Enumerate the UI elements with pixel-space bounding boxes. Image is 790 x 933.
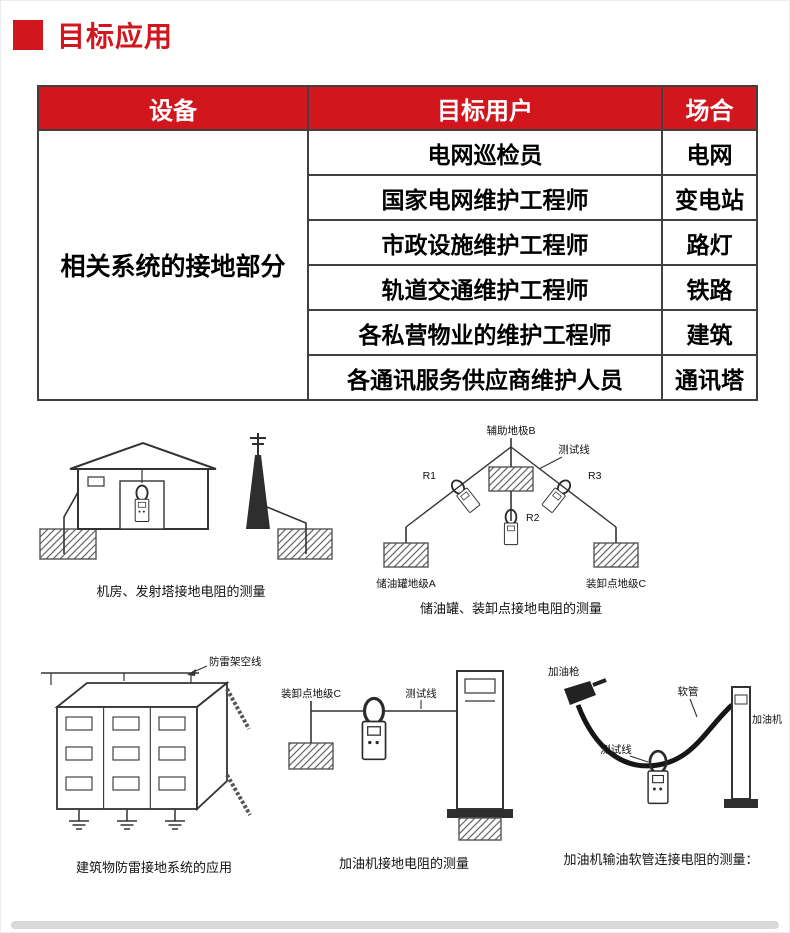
bottom-divider-bar [11, 921, 779, 929]
dispenser-label: 加油机 [752, 713, 782, 726]
overhead-line-label: 防雷架空线 [209, 655, 262, 668]
ground-block [277, 528, 333, 560]
building-lightning-diagram: 防雷架空线 [41, 655, 262, 830]
occasion-cell: 铁路 [661, 264, 758, 311]
hose-label: 软管 [678, 685, 699, 698]
header-device: 设备 [37, 85, 309, 131]
clamp-meter-icon [134, 484, 150, 523]
ground-block [458, 817, 502, 841]
clamp-meter-icon [503, 508, 519, 546]
dispenser-grounding-diagram: 装卸点地级C 测试线 [281, 670, 513, 841]
clamp-meter-icon [541, 479, 572, 513]
table-row: 市政设施维护工程师 路灯 [38, 219, 758, 266]
title-bullet-square [13, 20, 43, 50]
earth-ground-symbol [117, 809, 137, 830]
ground-block [488, 466, 534, 492]
unload-electrode-label: 装卸点地级C [281, 687, 341, 700]
transmission-tower [246, 433, 270, 529]
user-cell: 市政设施维护工程师 [307, 219, 663, 266]
test-line-label: 测试线 [600, 743, 632, 756]
fuel-dispenser [724, 686, 758, 808]
r2-label: R2 [526, 512, 540, 524]
aux-electrode-label: 辅助地极B [486, 424, 535, 437]
table-row: 各通讯服务供应商维护人员 通讯塔 [38, 354, 758, 401]
down-conductor [225, 774, 252, 816]
header-occasion: 场合 [661, 85, 758, 131]
tank-electrode-label: 储油罐地级A [376, 577, 436, 590]
room-tower-diagram [39, 433, 333, 560]
ground-block [383, 542, 429, 568]
table-row: 各私营物业的维护工程师 建筑 [38, 309, 758, 356]
clamp-meter-icon [450, 479, 481, 513]
diagram-caption: 加油机输油软管连接电阻的测量： [563, 852, 759, 867]
page-title: 目标应用 [57, 21, 174, 52]
unload-electrode-label: 装卸点地级C [586, 577, 646, 590]
arrow-head [187, 669, 196, 676]
earth-ground-symbol [69, 809, 89, 830]
ground-block [288, 742, 334, 770]
fuel-gun-label: 加油枪 [548, 665, 580, 678]
diagram-caption: 加油机接地电阻的测量 [338, 856, 469, 871]
hose-resistance-diagram: 加油枪 软管 加油机 测试线 [548, 665, 782, 808]
building-shape [54, 681, 230, 812]
diagram-caption: 储油罐、装卸点接地电阻的测量 [419, 601, 602, 616]
figure-hose-resistance: 加油枪 软管 加油机 测试线 加油机输油软管连接电阻的测量 [536, 659, 786, 868]
clamp-meter-icon [647, 749, 669, 805]
user-cell: 国家电网维护工程师 [307, 174, 663, 221]
figure-room-tower: 机房、发射塔接地电阻的测量 [26, 411, 336, 600]
earth-ground-symbol [165, 809, 185, 830]
table-row: 轨道交通维护工程师 铁路 [38, 264, 758, 311]
r1-label: R1 [423, 470, 437, 482]
figure-tank-grounding: 辅助地极B R1 R3 R2 测试线 [346, 419, 676, 617]
diagram-caption: 机房、发射塔接地电阻的测量 [96, 584, 266, 599]
test-line-label: 测试线 [405, 687, 437, 700]
ground-block [39, 528, 97, 560]
header-target-user: 目标用户 [307, 85, 663, 131]
user-cell: 各通讯服务供应商维护人员 [307, 354, 663, 401]
overhead-lightning-line [41, 672, 199, 685]
fuel-dispenser [447, 670, 513, 841]
user-cell: 电网巡检员 [307, 129, 663, 176]
occasion-cell: 路灯 [661, 219, 758, 266]
diagram-caption: 建筑物防雷接地系统的应用 [75, 860, 232, 875]
occasion-cell: 电网 [661, 129, 758, 176]
test-line-label: 测试线 [558, 443, 590, 456]
user-cell: 各私营物业的维护工程师 [307, 309, 663, 356]
figure-building-lightning: 防雷架空线 [29, 649, 279, 876]
down-conductor [225, 688, 251, 730]
table-row: 国家电网维护工程师 变电站 [38, 174, 758, 221]
fuel-hose [575, 703, 734, 769]
user-cell: 轨道交通维护工程师 [307, 264, 663, 311]
r3-label: R3 [588, 470, 602, 482]
target-application-table: 设备 目标用户 场合 相关系统的接地部分 电网巡检员 电网 国家电网维护工程师 … [37, 85, 758, 401]
occasion-cell: 变电站 [661, 174, 758, 221]
table-row: 相关系统的接地部分 电网巡检员 电网 [37, 129, 758, 401]
device-cell: 相关系统的接地部分 [37, 129, 309, 401]
tank-grounding-diagram: 辅助地极B R1 R3 R2 测试线 [376, 424, 646, 590]
machine-room-house [69, 441, 217, 530]
figure-dispenser-grounding: 装卸点地级C 测试线 加油机接地电阻的测量 [269, 653, 539, 872]
section-title-bar: 目标应用 [13, 15, 173, 55]
fuel-gun [564, 678, 607, 705]
occasion-cell: 通讯塔 [661, 354, 758, 401]
clamp-meter-icon [361, 696, 387, 761]
occasion-cell: 建筑 [661, 309, 758, 356]
ground-block [593, 542, 639, 568]
table-header-row: 设备 目标用户 场合 [37, 85, 758, 131]
